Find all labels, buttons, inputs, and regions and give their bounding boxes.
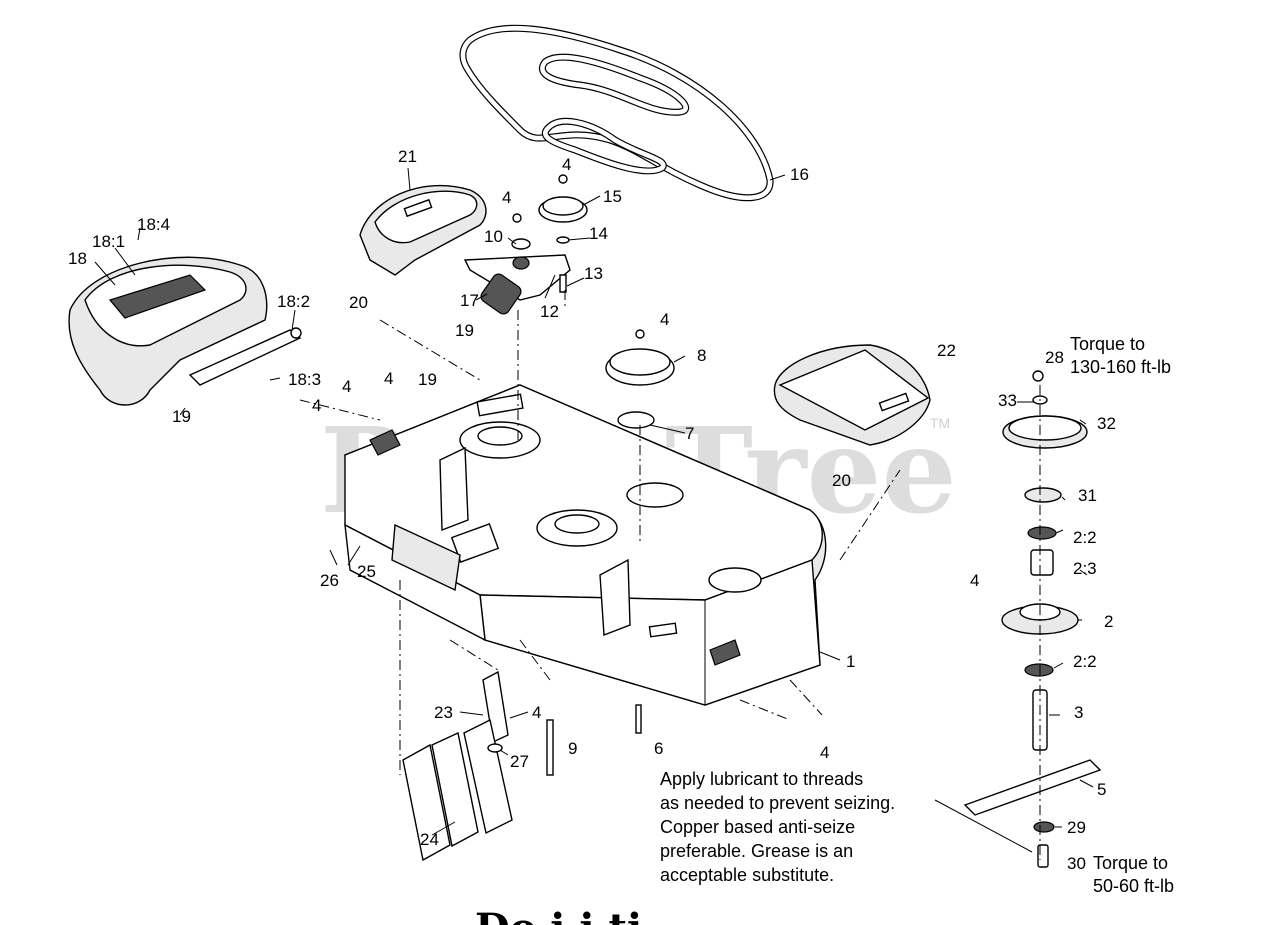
callout-18-2: 18:2 bbox=[277, 292, 310, 311]
torque-note-top: Torque to 130-160 ft-lb bbox=[1070, 334, 1171, 377]
callout-28: 28 bbox=[1045, 348, 1064, 367]
callout-13: 13 bbox=[584, 264, 603, 283]
bottom-cropped-title: Do i i ti bbox=[475, 905, 642, 925]
callout-25: 25 bbox=[357, 562, 376, 581]
callout-18: 18 bbox=[68, 249, 87, 268]
svg-text:Torque to: Torque to bbox=[1093, 853, 1168, 873]
callout-4: 4 bbox=[660, 310, 669, 329]
callout-4: 4 bbox=[970, 571, 979, 590]
callout-2-3: 2:3 bbox=[1073, 559, 1097, 578]
torque-note-bottom: Torque to 50-60 ft-lb bbox=[1093, 853, 1174, 896]
idler-cover bbox=[359, 184, 487, 276]
callout-4: 4 bbox=[312, 396, 321, 415]
callout-17: 17 bbox=[460, 291, 479, 310]
left-belt-cover bbox=[68, 256, 268, 406]
callout-10: 10 bbox=[484, 227, 503, 246]
callout-32: 32 bbox=[1097, 414, 1116, 433]
idler-pulley-15 bbox=[538, 174, 588, 293]
svg-text:130-160 ft-lb: 130-160 ft-lb bbox=[1070, 357, 1171, 377]
callout-23: 23 bbox=[434, 703, 453, 722]
callout-4: 4 bbox=[342, 377, 351, 396]
right-belt-cover bbox=[773, 344, 931, 446]
callout-24: 24 bbox=[420, 830, 439, 849]
callout-7: 7 bbox=[685, 424, 694, 443]
cover-bracket-18-2 bbox=[188, 327, 302, 386]
pulley-8 bbox=[605, 329, 675, 429]
callout-14: 14 bbox=[589, 224, 608, 243]
callout-33: 33 bbox=[998, 391, 1017, 410]
callout-5: 5 bbox=[1097, 780, 1106, 799]
callout-26: 26 bbox=[320, 571, 339, 590]
callout-18-1: 18:1 bbox=[92, 232, 125, 251]
callout-27: 27 bbox=[510, 752, 529, 771]
callout-18-4: 18:4 bbox=[137, 215, 170, 234]
callout-4: 4 bbox=[562, 155, 571, 174]
callout-18-3: 18:3 bbox=[288, 370, 321, 389]
watermark-trademark: TM bbox=[930, 415, 950, 431]
spindle-assembly bbox=[963, 370, 1102, 868]
drive-belt bbox=[459, 24, 774, 202]
callout-19: 19 bbox=[455, 321, 474, 340]
callout-19: 19 bbox=[418, 370, 437, 389]
callout-9: 9 bbox=[568, 739, 577, 758]
callout-4: 4 bbox=[532, 703, 541, 722]
callout-30: 30 bbox=[1067, 854, 1086, 873]
callout-29: 29 bbox=[1067, 818, 1086, 837]
idler-arm-assembly bbox=[463, 213, 571, 315]
callout-12: 12 bbox=[540, 302, 559, 321]
callout-21: 21 bbox=[398, 147, 417, 166]
svg-text:as needed to prevent seizing.: as needed to prevent seizing. bbox=[660, 793, 895, 813]
callout-22: 22 bbox=[937, 341, 956, 360]
callout-20: 20 bbox=[349, 293, 368, 312]
svg-text:Copper based anti-seize: Copper based anti-seize bbox=[660, 817, 855, 837]
callout-19: 19 bbox=[172, 407, 191, 426]
callout-3: 3 bbox=[1074, 703, 1083, 722]
alignment-lines bbox=[299, 290, 1041, 860]
svg-text:Apply lubricant to threads: Apply lubricant to threads bbox=[660, 769, 863, 789]
svg-text:Torque to: Torque to bbox=[1070, 334, 1145, 354]
callout-16: 16 bbox=[790, 165, 809, 184]
callout-20: 20 bbox=[832, 471, 851, 490]
callout-4: 4 bbox=[384, 369, 393, 388]
callout-4: 4 bbox=[502, 188, 511, 207]
callout-labels: 16 4 15 21 4 10 14 13 17 12 18 18:1 18:4… bbox=[68, 147, 1116, 873]
callout-2-2: 2:2 bbox=[1073, 528, 1097, 547]
callout-2: 2 bbox=[1104, 612, 1113, 631]
svg-text:50-60 ft-lb: 50-60 ft-lb bbox=[1093, 876, 1174, 896]
callout-1: 1 bbox=[846, 652, 855, 671]
callout-31: 31 bbox=[1078, 486, 1097, 505]
callout-6: 6 bbox=[654, 739, 663, 758]
callout-2-2: 2:2 bbox=[1073, 652, 1097, 671]
callout-8: 8 bbox=[697, 346, 706, 365]
callout-15: 15 bbox=[603, 187, 622, 206]
svg-text:preferable. Grease is an: preferable. Grease is an bbox=[660, 841, 853, 861]
mower-deck-shell bbox=[344, 384, 827, 706]
svg-text:acceptable substitute.: acceptable substitute. bbox=[660, 865, 834, 885]
lubricant-note: Apply lubricant to threads as needed to … bbox=[660, 769, 895, 885]
leader-lines bbox=[94, 167, 1094, 853]
callout-4: 4 bbox=[820, 743, 829, 762]
